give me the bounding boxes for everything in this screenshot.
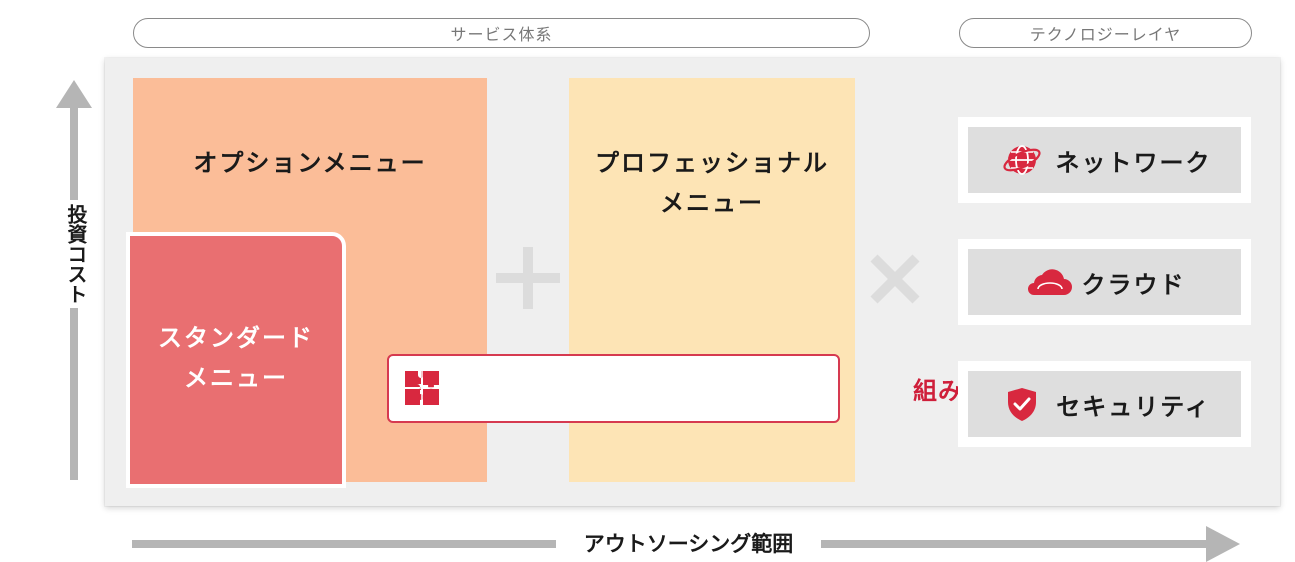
tech-card-security: セキュリティ: [958, 361, 1251, 447]
puzzle-icon: [403, 369, 441, 407]
standard-menu-title: スタンダード メニュー: [130, 318, 342, 398]
times-icon: [870, 254, 920, 304]
service-system-header: サービス体系: [133, 18, 870, 48]
technology-layer-header: テクノロジーレイヤ: [959, 18, 1252, 48]
standard-menu-title-line1: スタンダード: [158, 324, 314, 352]
standard-menu-title-line2: メニュー: [184, 364, 288, 392]
professional-menu-title-line2: メニュー: [660, 189, 764, 217]
horizontal-axis-label: アウトソーシング範囲: [556, 528, 821, 560]
combine-box: 組み合わせて提供: [387, 354, 1112, 423]
vertical-axis-label: 投資コスト: [58, 200, 90, 308]
horizontal-axis-arrowhead: [1206, 526, 1240, 562]
standard-menu-block: [126, 232, 346, 488]
tech-label-cloud: クラウド: [1081, 270, 1186, 299]
cloud-icon: [1024, 265, 1072, 299]
plus-icon: [496, 247, 560, 309]
option-menu-title: オプションメニュー: [193, 149, 427, 177]
vertical-axis-arrowhead: [56, 80, 92, 108]
tech-label-security: セキュリティ: [1056, 392, 1211, 421]
tech-label-network: ネットワーク: [1055, 148, 1212, 177]
tech-card-cloud: クラウド: [958, 239, 1251, 325]
shield-check-icon: [998, 387, 1046, 421]
tech-card-network: ネットワーク: [958, 117, 1251, 203]
globe-icon: [998, 143, 1046, 177]
professional-menu-title: プロフェッショナル メニュー: [569, 143, 855, 223]
professional-menu-title-line1: プロフェッショナル: [595, 149, 829, 177]
